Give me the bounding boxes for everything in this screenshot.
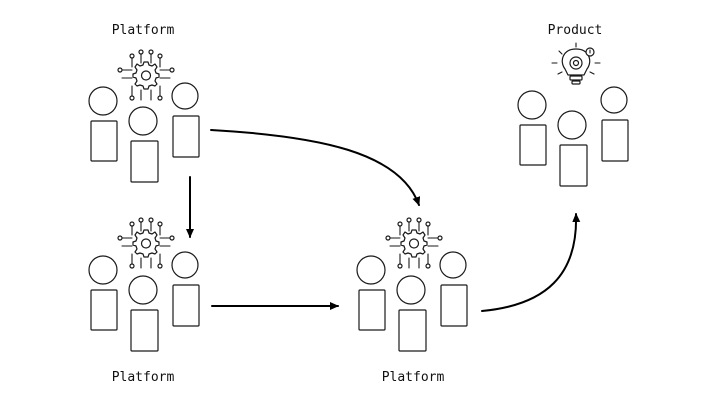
platform-label-top-left: Platform <box>112 23 175 38</box>
people-group <box>88 251 200 352</box>
gear-circuit-icon <box>385 217 443 269</box>
people-group <box>88 82 200 183</box>
product-label-top-right: Product <box>548 23 603 38</box>
gear-circuit-icon <box>117 49 175 101</box>
gear-circuit-icon <box>117 217 175 269</box>
people-group <box>356 251 468 352</box>
platform-label-bottom-middle: Platform <box>382 370 445 385</box>
platform-group-top-left: Platform <box>88 23 200 183</box>
platform-label-bottom-left: Platform <box>112 370 175 385</box>
arrow-bottom-middle-to-product <box>481 213 581 312</box>
product-group-top-right: Product <box>517 23 629 187</box>
people-group <box>517 86 629 187</box>
platform-group-bottom-left: Platform <box>88 217 200 385</box>
arrow-top-left-to-bottom-middle <box>210 129 421 206</box>
lightbulb-gear-icon <box>551 42 601 85</box>
platform-group-bottom-middle: Platform <box>356 217 468 385</box>
